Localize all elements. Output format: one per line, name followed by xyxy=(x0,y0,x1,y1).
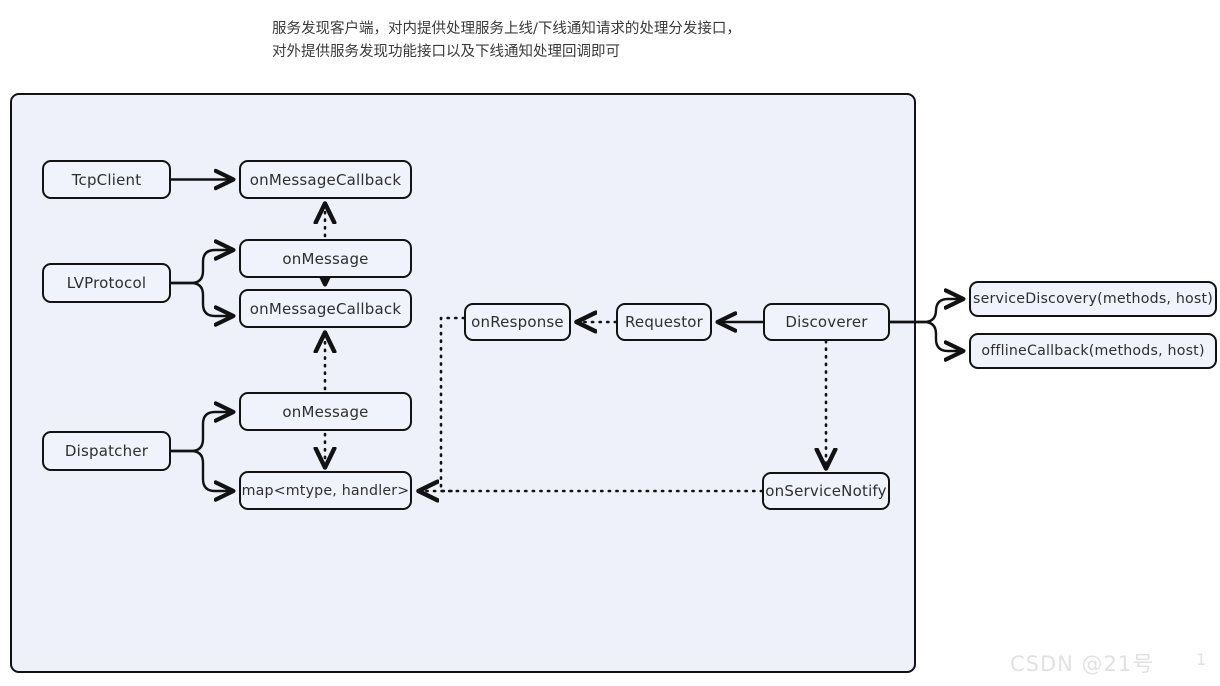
node-dispatcher[interactable]: Dispatcher xyxy=(42,431,171,471)
node-lvprotocol[interactable]: LVProtocol xyxy=(42,263,171,303)
node-tcpclient[interactable]: TcpClient xyxy=(42,160,171,199)
node-discoverer[interactable]: Discoverer xyxy=(763,303,890,341)
page-number: 1 xyxy=(1196,650,1207,669)
node-servicediscovery[interactable]: serviceDiscovery(methods, host) xyxy=(969,281,1217,317)
diagram-caption: 服务发现客户端，对内提供处理服务上线/下线通知请求的处理分发接口， 对外提供服务… xyxy=(272,21,741,60)
node-onmessage-lvprotocol[interactable]: onMessage xyxy=(239,239,412,278)
node-onmessage-dispatcher[interactable]: onMessage xyxy=(239,392,412,431)
node-offlinecallback[interactable]: offlineCallback(methods, host) xyxy=(969,333,1217,369)
node-onmessagecallback-top[interactable]: onMessageCallback xyxy=(239,160,412,199)
node-onmessagecallback-lvprotocol[interactable]: onMessageCallback xyxy=(239,289,412,328)
node-onservicenotify[interactable]: onServiceNotify xyxy=(762,472,890,510)
node-onresponse[interactable]: onResponse xyxy=(464,303,571,341)
node-map-handler[interactable]: map<mtype, handler> xyxy=(239,471,412,510)
node-requestor[interactable]: Requestor xyxy=(616,303,712,341)
csdn-watermark: CSDN @21号 xyxy=(1010,652,1155,676)
